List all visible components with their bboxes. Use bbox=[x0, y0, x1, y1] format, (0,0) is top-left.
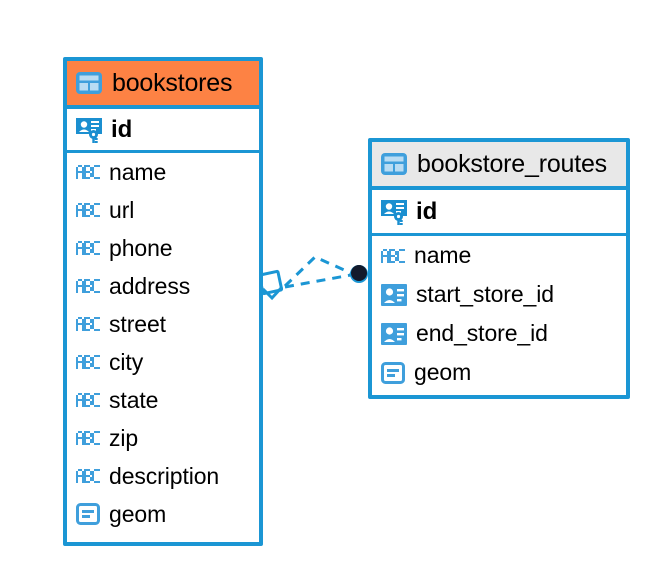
attribute-row[interactable]: street bbox=[67, 305, 259, 343]
text-abc-icon bbox=[76, 317, 100, 331]
attribute-row[interactable]: end_store_id bbox=[372, 314, 626, 353]
entity-header-bookstore-routes[interactable]: bookstore_routes bbox=[372, 142, 626, 190]
attribute-name: phone bbox=[109, 234, 173, 261]
text-abc-icon bbox=[76, 165, 100, 179]
attribute-name: end_store_id bbox=[416, 320, 548, 346]
attribute-name: id bbox=[416, 197, 438, 225]
relationship-branch-upper bbox=[283, 255, 352, 288]
attribute-row[interactable]: address bbox=[67, 267, 259, 305]
geometry-icon bbox=[381, 361, 405, 384]
attribute-list-bookstore-routes: id bbox=[372, 190, 626, 392]
text-abc-icon bbox=[76, 241, 100, 255]
text-abc-icon bbox=[76, 469, 100, 483]
attribute-name: street bbox=[109, 310, 166, 337]
text-abc-icon bbox=[381, 248, 405, 263]
text-abc-icon bbox=[76, 355, 100, 369]
table-icon bbox=[381, 153, 407, 175]
attribute-row[interactable]: name bbox=[67, 153, 259, 191]
attribute-name: state bbox=[109, 386, 159, 413]
primary-key-icon bbox=[76, 117, 102, 143]
attribute-row[interactable]: start_store_id bbox=[372, 275, 626, 314]
foreign-key-icon bbox=[381, 322, 407, 345]
attribute-row[interactable]: description bbox=[67, 457, 259, 495]
attribute-name: name bbox=[414, 242, 472, 268]
attribute-list-bookstores: id bbox=[67, 109, 259, 533]
attribute-row[interactable]: geom bbox=[67, 495, 259, 533]
attribute-name: address bbox=[109, 272, 191, 299]
text-abc-icon bbox=[76, 203, 100, 217]
primary-key-icon bbox=[381, 199, 407, 225]
entity-title: bookstores bbox=[112, 68, 233, 97]
attribute-row[interactable]: state bbox=[67, 381, 259, 419]
attribute-name: start_store_id bbox=[416, 281, 554, 307]
attribute-name: city bbox=[109, 348, 144, 375]
attribute-name: name bbox=[109, 158, 167, 185]
table-icon bbox=[76, 72, 102, 94]
text-abc-icon bbox=[76, 431, 100, 445]
entity-header-bookstores[interactable]: bookstores bbox=[67, 61, 259, 109]
attribute-name: geom bbox=[109, 500, 167, 527]
attribute-name: zip bbox=[109, 424, 139, 451]
attribute-name: url bbox=[109, 196, 135, 223]
text-abc-icon bbox=[76, 393, 100, 407]
attribute-row[interactable]: zip bbox=[67, 419, 259, 457]
relationship-branch-lower bbox=[284, 273, 352, 289]
attribute-row[interactable]: city bbox=[67, 343, 259, 381]
attribute-row[interactable]: geom bbox=[372, 353, 626, 392]
attribute-row[interactable]: id bbox=[67, 109, 259, 153]
attribute-row[interactable]: name bbox=[372, 236, 626, 275]
relationship-source-marker bbox=[350, 265, 368, 283]
entity-table-bookstores[interactable]: bookstores bbox=[63, 57, 263, 546]
attribute-row[interactable]: phone bbox=[67, 229, 259, 267]
attribute-name: geom bbox=[414, 359, 472, 385]
attribute-name: id bbox=[111, 115, 133, 143]
text-abc-icon bbox=[76, 279, 100, 293]
foreign-key-icon bbox=[381, 283, 407, 306]
attribute-row[interactable]: url bbox=[67, 191, 259, 229]
geometry-icon bbox=[76, 503, 100, 525]
entity-table-bookstore-routes[interactable]: bookstore_routes bbox=[368, 138, 630, 399]
entity-title: bookstore_routes bbox=[417, 149, 607, 178]
attribute-name: description bbox=[109, 462, 220, 489]
relationship-connector[interactable] bbox=[255, 245, 380, 315]
attribute-row[interactable]: id bbox=[372, 190, 626, 236]
